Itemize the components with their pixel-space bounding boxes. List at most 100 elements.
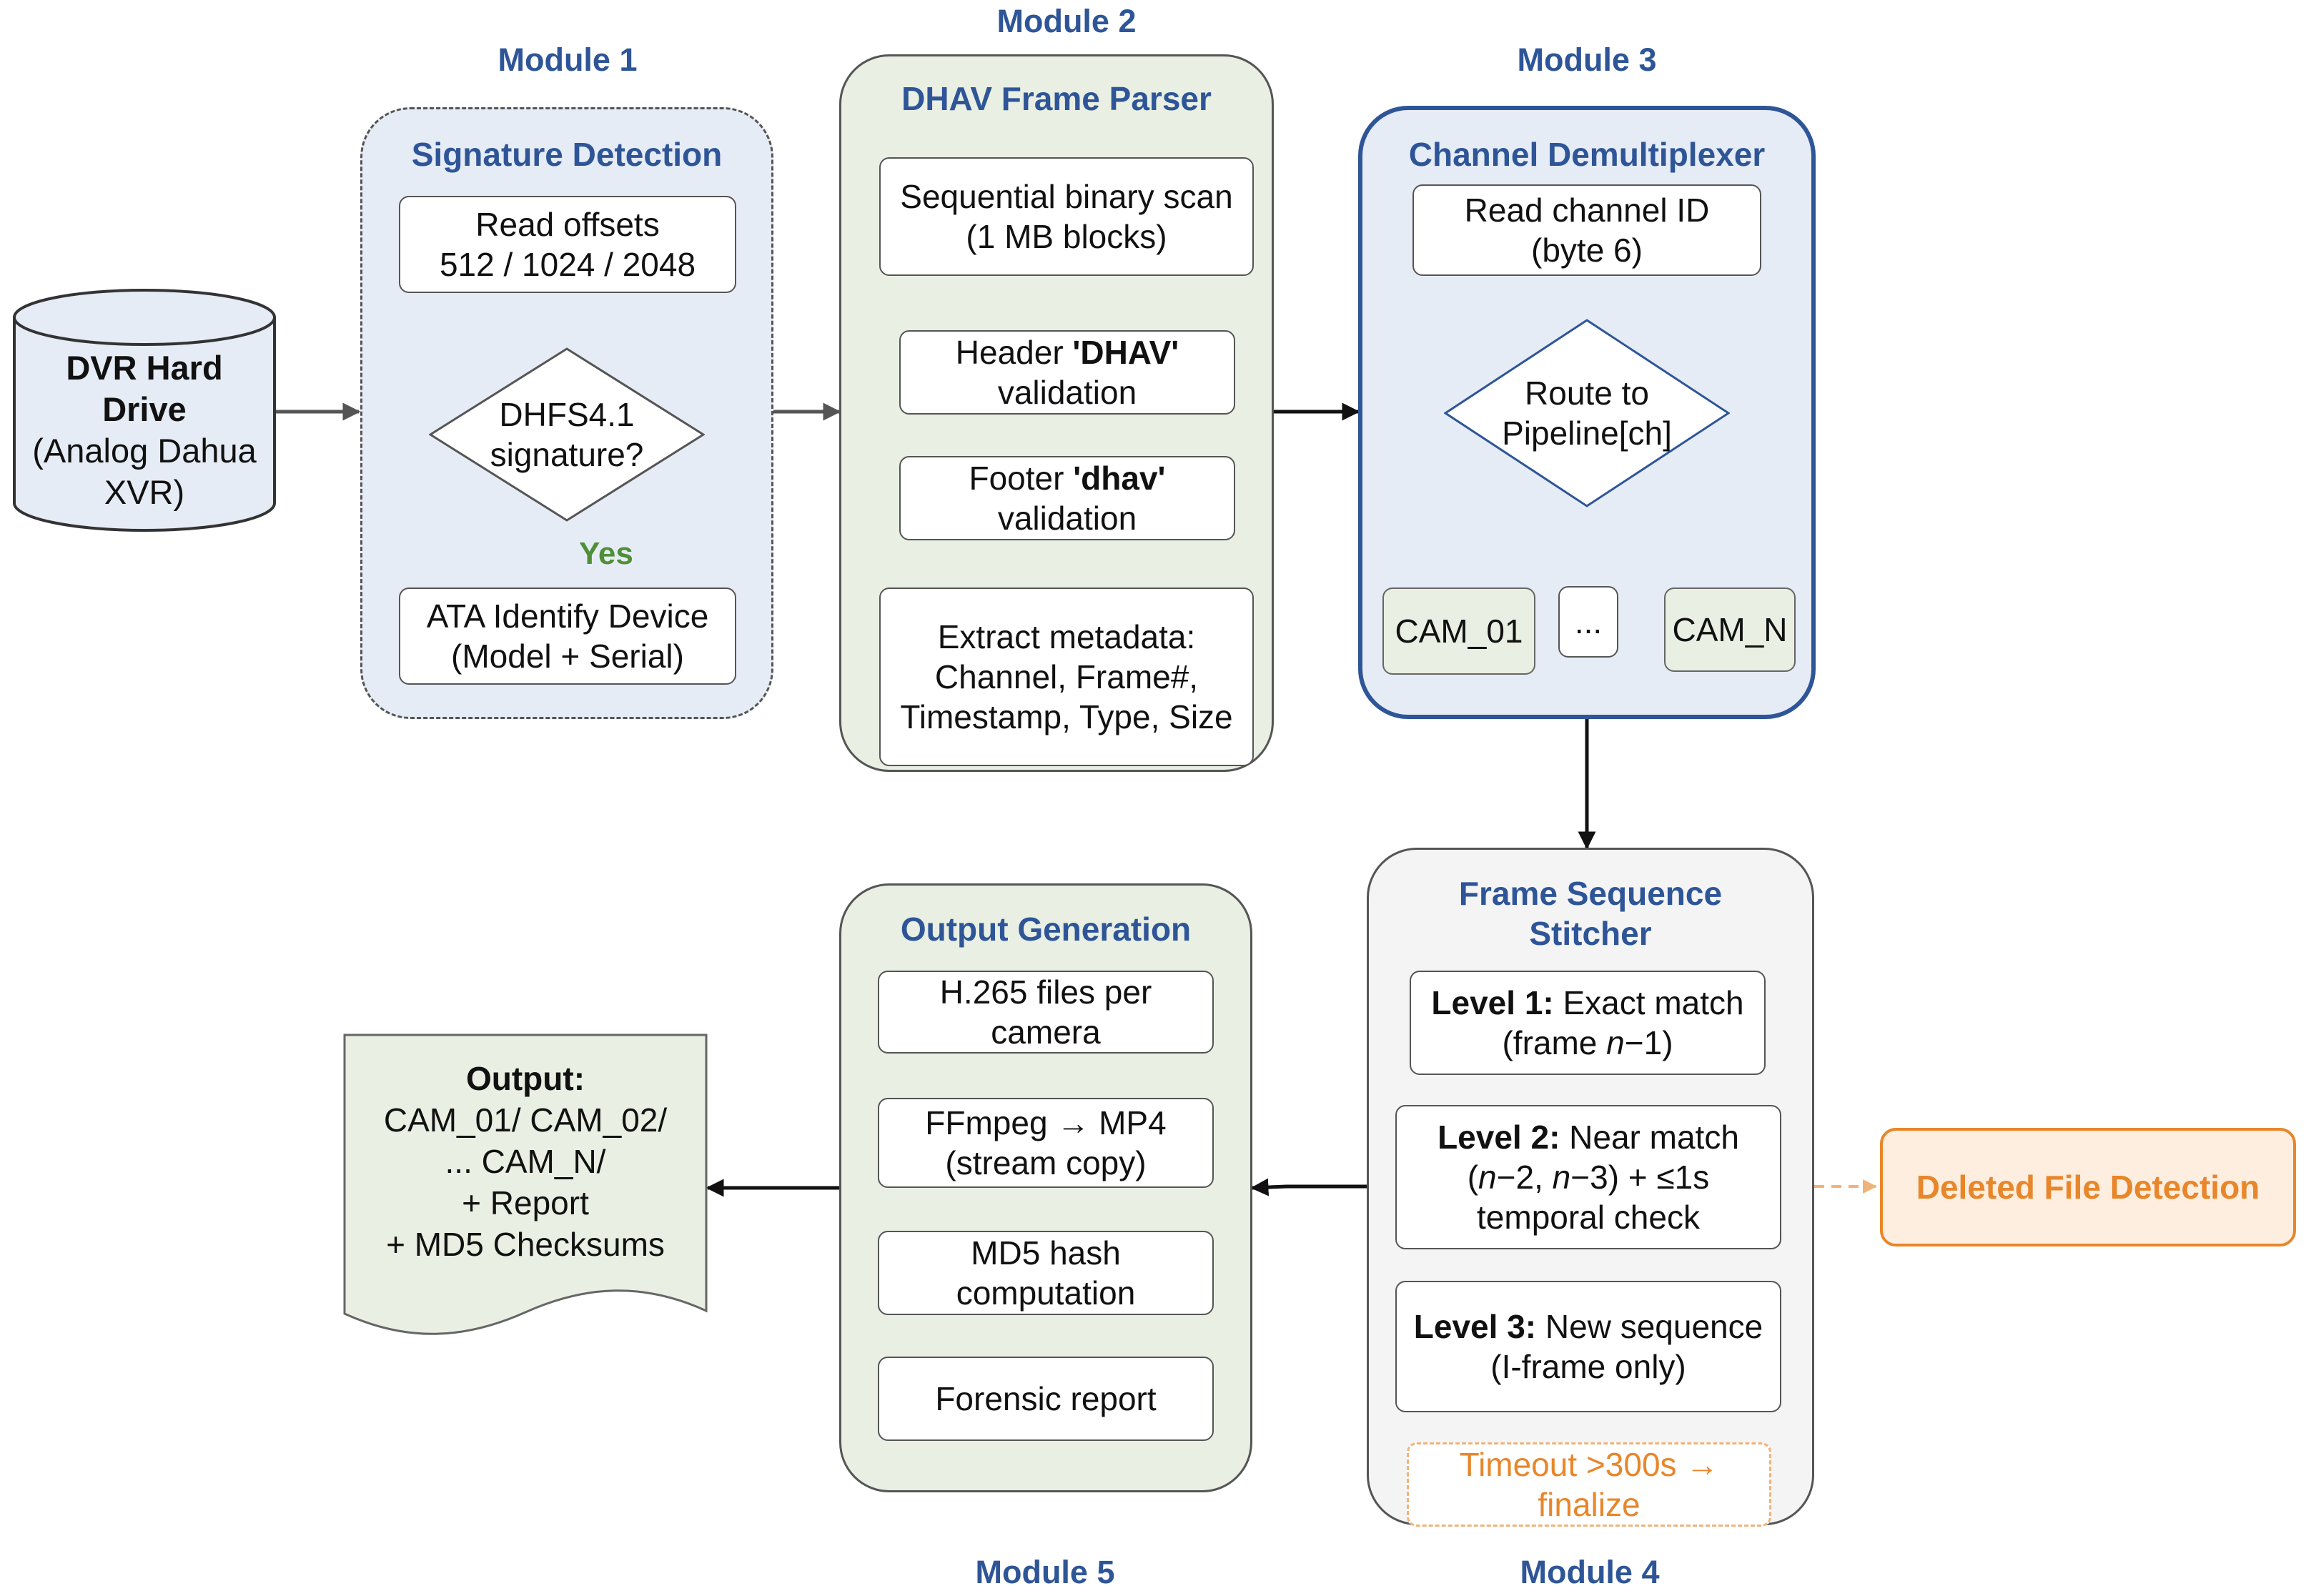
read-channel-box: Read channel ID (byte 6) [1412, 184, 1761, 276]
route-text: Route to Pipeline[ch] [1444, 373, 1730, 453]
module4-title-line1: Frame Sequence [1458, 875, 1723, 912]
level2-text: Near match [1560, 1119, 1739, 1156]
header-keyword: 'DHAV' [1072, 334, 1179, 371]
level3-line2: (I-frame only) [1490, 1348, 1686, 1385]
level3-line1: Level 3: New sequence [1414, 1307, 1763, 1347]
level1-heading: Level 1: [1431, 984, 1554, 1021]
metadata-line1: Extract metadata: [937, 618, 1196, 655]
level2-line1: Level 2: Near match [1437, 1117, 1739, 1157]
module4-title: Frame Sequence Stitcher [1367, 873, 1814, 953]
md5-line2: computation [956, 1274, 1136, 1312]
decision-line1: DHFS4.1 [499, 396, 635, 433]
deleted-file-detection-box: Deleted File Detection [1880, 1128, 2296, 1246]
ata-line1: ATA Identify Device [426, 598, 709, 635]
cam-n-label: CAM_N [1672, 611, 1788, 648]
drive-title-2: Drive [102, 390, 187, 428]
level2-l2-n1: n [1478, 1159, 1497, 1196]
level2-l2-b: −2, [1496, 1159, 1553, 1196]
timeout-line1: Timeout >300s → [1459, 1446, 1719, 1483]
header-validation-box: Header 'DHAV' validation [899, 330, 1235, 415]
ata-line2: (Model + Serial) [451, 638, 684, 675]
output-line4: + MD5 Checksums [386, 1226, 665, 1263]
level3-text: New sequence [1536, 1308, 1763, 1345]
header-line1: Header 'DHAV' [956, 332, 1179, 372]
read-channel-line2: (byte 6) [1531, 232, 1643, 269]
module5-label: Module 5 [975, 1554, 1115, 1590]
md5-line1: MD5 hash [971, 1234, 1121, 1272]
route-line1: Route to [1525, 375, 1649, 412]
output-document-text: Output: CAM_01/ CAM_02/ ... CAM_N/ + Rep… [343, 1058, 708, 1265]
level2-l2-n2: n [1552, 1159, 1571, 1196]
decision-line2: signature? [490, 436, 644, 473]
level2-heading: Level 2: [1437, 1119, 1560, 1156]
read-offsets-line1: Read offsets [475, 206, 660, 243]
md5-hash-box: MD5 hash computation [878, 1231, 1214, 1315]
yes-label: Yes [579, 536, 633, 571]
h265-files-box: H.265 files per camera [878, 971, 1214, 1054]
ata-identify-box: ATA Identify Device (Model + Serial) [399, 588, 736, 685]
footer-line2: validation [997, 500, 1137, 537]
output-document-shape [343, 1034, 708, 1335]
read-offsets-line2: 512 / 1024 / 2048 [439, 246, 696, 283]
level1-box: Level 1: Exact match (frame n−1) [1410, 971, 1766, 1075]
cam-n-box: CAM_N [1664, 588, 1796, 672]
module4-label: Module 4 [1520, 1554, 1660, 1590]
scan-line2: (1 MB blocks) [966, 218, 1167, 255]
module3-title: Channel Demultiplexer [1408, 136, 1766, 173]
read-offsets-box: Read offsets 512 / 1024 / 2048 [399, 196, 736, 293]
level2-line2: (n−2, n−3) + ≤1s [1468, 1157, 1710, 1197]
metadata-line3: Timestamp, Type, Size [900, 698, 1233, 735]
drive-subtitle-1: (Analog Dahua [32, 432, 257, 470]
forensic-report-label: Forensic report [935, 1380, 1157, 1417]
timeout-line2: finalize [1538, 1486, 1641, 1523]
footer-prefix: Footer [969, 460, 1074, 497]
level3-heading: Level 3: [1413, 1308, 1537, 1345]
signature-decision-diamond [429, 347, 705, 522]
h265-line1: H.265 files per [939, 973, 1152, 1011]
signature-decision-text: DHFS4.1 signature? [429, 395, 705, 475]
scan-line1: Sequential binary scan [900, 178, 1233, 215]
level2-line3: temporal check [1477, 1199, 1700, 1236]
ffmpeg-box: FFmpeg → MP4 (stream copy) [878, 1098, 1214, 1188]
drive-subtitle-2: XVR) [104, 473, 185, 511]
level1-line2: (frame n−1) [1502, 1023, 1673, 1063]
header-line2: validation [997, 374, 1137, 411]
level1-l2-post: −1) [1624, 1024, 1673, 1061]
timeout-box: Timeout >300s → finalize [1407, 1442, 1771, 1527]
ffmpeg-line2: (stream copy) [945, 1144, 1147, 1181]
extract-metadata-box: Extract metadata: Channel, Frame#, Times… [879, 588, 1254, 766]
module3-label: Module 3 [1517, 41, 1657, 78]
ffmpeg-line1: FFmpeg → MP4 [925, 1104, 1167, 1141]
output-line1: CAM_01/ CAM_02/ [383, 1101, 668, 1139]
level1-text: Exact match [1553, 984, 1744, 1021]
h265-line2: camera [991, 1013, 1101, 1051]
footer-keyword: 'dhav' [1073, 460, 1166, 497]
level2-l2-c: −3) + ≤1s [1570, 1159, 1710, 1196]
drive-title-1: DVR Hard [66, 349, 223, 387]
footer-validation-box: Footer 'dhav' validation [899, 456, 1235, 540]
route-line2: Pipeline[ch] [1502, 415, 1672, 452]
route-diamond [1444, 319, 1730, 507]
binary-scan-box: Sequential binary scan (1 MB blocks) [879, 157, 1254, 276]
level1-line1: Level 1: Exact match [1431, 983, 1743, 1023]
metadata-line2: Channel, Frame#, [934, 658, 1199, 695]
flow-m4-m5 [1250, 1178, 1367, 1196]
dvr-hard-drive-cylinder [13, 289, 276, 532]
module4-title-line2: Stitcher [1529, 915, 1652, 952]
level2-box: Level 2: Near match (n−2, n−3) + ≤1s tem… [1395, 1105, 1781, 1249]
module2-title: DHAV Frame Parser [901, 80, 1212, 117]
header-prefix: Header [955, 334, 1073, 371]
output-line3: + Report [462, 1184, 589, 1221]
module1-label: Module 1 [498, 41, 638, 78]
level1-l2-var: n [1606, 1024, 1625, 1061]
module5-title: Output Generation [900, 911, 1192, 948]
level3-box: Level 3: New sequence (I-frame only) [1395, 1281, 1781, 1412]
footer-line1: Footer 'dhav' [969, 458, 1166, 498]
cam-01-box: CAM_01 [1382, 588, 1535, 675]
output-line2: ... CAM_N/ [445, 1143, 606, 1180]
level1-l2-pre: (frame [1502, 1024, 1607, 1061]
cam-ellipsis-box: ... [1558, 586, 1618, 658]
cam-ellipsis-label: ... [1574, 603, 1603, 640]
deleted-file-detection-label: Deleted File Detection [1916, 1169, 2260, 1206]
level2-l2-a: ( [1467, 1159, 1479, 1196]
